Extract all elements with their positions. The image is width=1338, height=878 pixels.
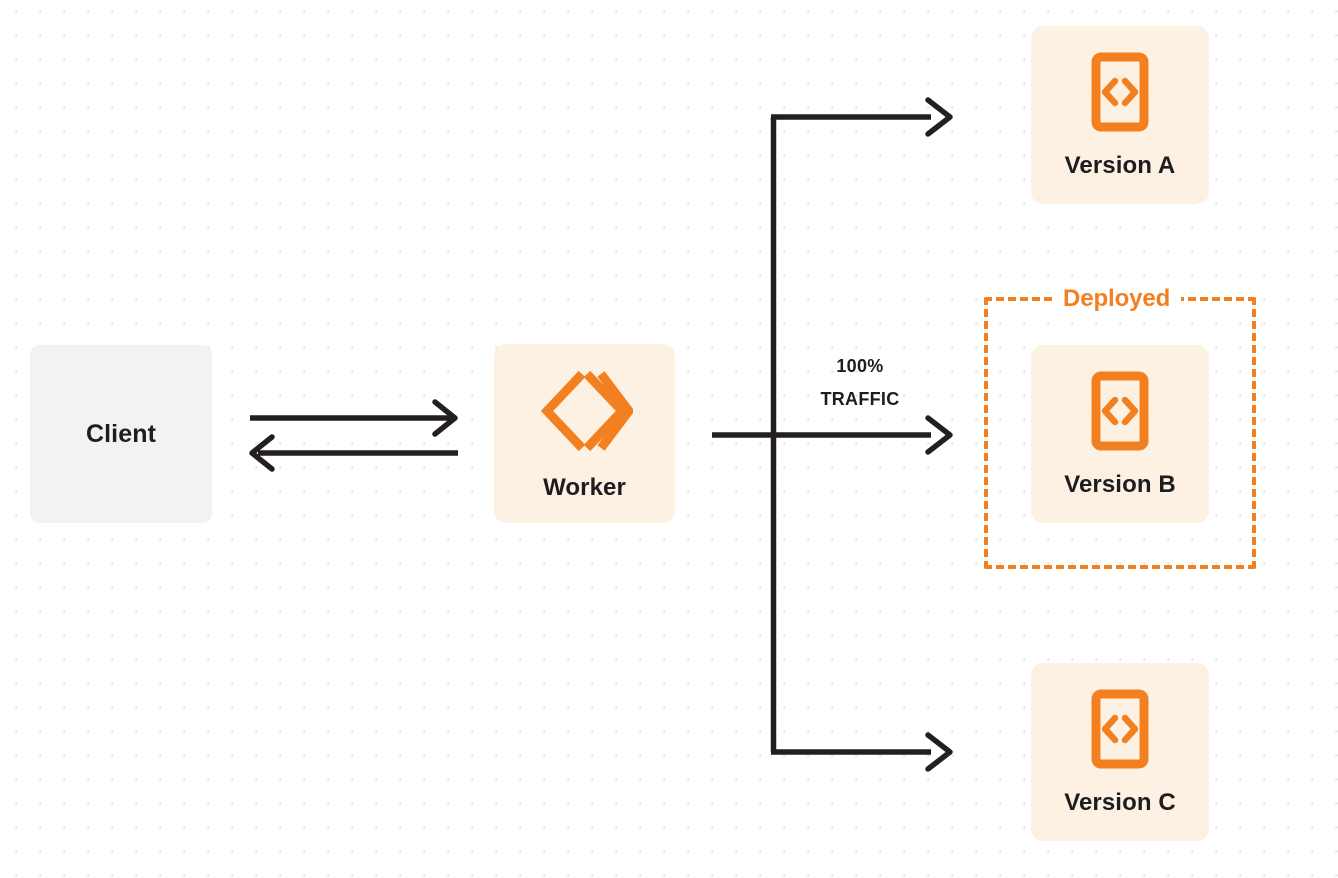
node-version-b[interactable]: Version B bbox=[1031, 345, 1209, 523]
node-version-c[interactable]: Version C bbox=[1031, 663, 1209, 841]
traffic-caption: TRAFFIC bbox=[820, 389, 900, 409]
node-client-label: Client bbox=[85, 419, 157, 448]
node-version-b-label: Version B bbox=[1064, 471, 1176, 498]
traffic-percent: 100% bbox=[836, 356, 884, 376]
connector-worker-to-version-c bbox=[771, 732, 953, 772]
connector-worker-to-version-a bbox=[771, 97, 953, 137]
node-version-a[interactable]: Version A bbox=[1031, 26, 1209, 204]
code-brackets-icon bbox=[1091, 689, 1149, 769]
traffic-label: 100% TRAFFIC bbox=[786, 350, 934, 416]
code-brackets-icon bbox=[1091, 371, 1149, 451]
connector-worker-to-client bbox=[249, 434, 458, 472]
node-worker-label: Worker bbox=[543, 473, 626, 501]
node-version-c-label: Version C bbox=[1064, 789, 1176, 816]
deployed-group-label: Deployed bbox=[1052, 285, 1182, 312]
code-brackets-icon bbox=[1091, 52, 1149, 132]
connector-client-to-worker bbox=[250, 399, 458, 437]
node-worker[interactable]: Worker bbox=[494, 344, 675, 523]
connector-worker-to-version-b bbox=[712, 415, 953, 455]
node-client[interactable]: Client bbox=[30, 345, 212, 523]
cloudflare-workers-logo-icon bbox=[537, 368, 635, 454]
node-version-a-label: Version A bbox=[1064, 152, 1176, 179]
